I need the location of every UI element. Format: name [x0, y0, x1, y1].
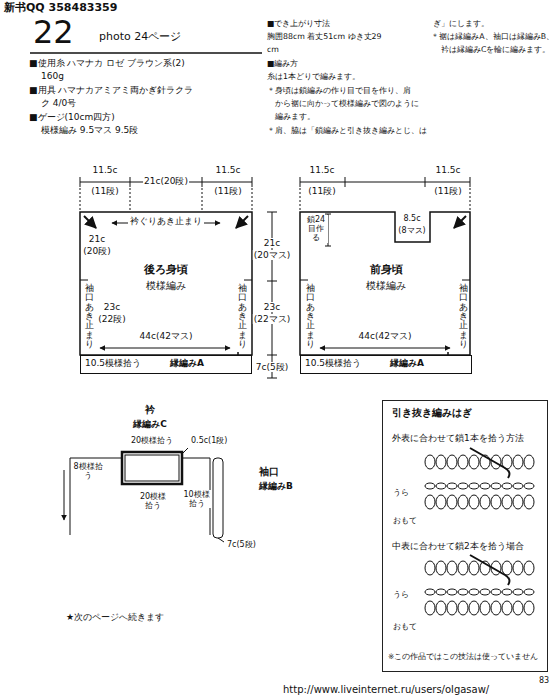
text-label: 8.5c: [402, 214, 421, 223]
front-outline: [300, 212, 470, 355]
text-label: ■でき上がり寸法: [266, 20, 331, 29]
text-label: (11段): [90, 186, 119, 196]
text-label: 糸は1本どりで編みます。: [266, 73, 361, 82]
text-label: 20模様拾う: [136, 492, 170, 510]
text-label: 21c(20段): [143, 176, 189, 186]
text-label: 23c: [263, 302, 281, 312]
stitch-illustration: [425, 455, 534, 615]
text-label: photo 24ページ: [98, 31, 182, 44]
text-label: 鎖24目作る: [304, 215, 328, 243]
header-rule: [30, 52, 262, 54]
piece-text: 引き抜き編みはぎ: [391, 407, 473, 419]
text-label: 160g: [40, 71, 65, 81]
text-label: ＊裾は縁編みA、袖口は縁編みB、: [430, 33, 555, 42]
text-label: ＊身頃は鎖編みの作り目で目を作り、肩: [266, 87, 412, 96]
text-label: 袖口あき止まり: [237, 284, 248, 349]
cuff-band: [213, 458, 223, 538]
piece-text: 模様編み: [145, 280, 187, 292]
text-label: cm: [266, 46, 280, 55]
text-label: (11段): [213, 186, 242, 196]
text-label: 衿: [144, 404, 156, 416]
text-label: (11段): [307, 186, 336, 196]
text-label: 袖口: [258, 466, 280, 478]
text-label: 8模様拾う: [72, 462, 104, 480]
text-label: ■ゲージ(10cm四方): [28, 112, 116, 122]
text-label: (20段): [82, 246, 111, 256]
text-label: 11.5c: [309, 165, 336, 175]
text-label: (22段): [97, 314, 126, 324]
collar-band: [122, 452, 182, 484]
text-label: 胸囲88cm 着丈51cm ゆき丈29: [266, 33, 382, 42]
text-label: 0.5c(1段): [190, 436, 228, 445]
text-label: 21c: [88, 234, 106, 244]
text-label: 11.5c: [435, 165, 462, 175]
piece-text: 模様編み: [365, 280, 407, 292]
piece-text: 前身頃: [369, 264, 404, 277]
border-band: 10.5模様拾う 縁編みA: [300, 355, 472, 374]
text-label: 7c(5段): [255, 362, 289, 372]
text-label: 44c(42マス): [358, 331, 413, 341]
crochet-hook: [470, 555, 509, 585]
body-outline: [70, 458, 122, 535]
piece-text: 縁編みA: [389, 358, 425, 368]
text-label: ぎ」にします。: [432, 20, 490, 29]
text-label: 袖口あき止まり: [458, 284, 469, 349]
text-label: 衿ぐりあき止まり: [129, 217, 203, 227]
text-label: http://www.liveinternet.ru/users/olgasaw…: [282, 684, 490, 696]
text-label: ★次のページへ続きます: [65, 612, 165, 622]
text-label: 20模様拾う: [130, 436, 174, 445]
text-label: おもて: [392, 622, 418, 631]
piece-text: 縁編みA: [169, 358, 205, 368]
text-label: 7c(5段): [226, 540, 257, 549]
text-label: 縁編みB: [258, 481, 294, 491]
text-label: 22: [32, 14, 75, 51]
text-label: 21c: [263, 238, 281, 248]
text-label: 衿は縁編みCを輪に編みます。: [440, 46, 551, 55]
piece-text: 外表に合わせて鎖1本を拾う方法: [391, 433, 525, 443]
text-label: ＊肩、脇は「鎖編みと引き抜き編みとじ、は: [266, 127, 428, 136]
text-label: 11.5c: [92, 165, 119, 175]
text-label: から裾に向かって模様編みで図のように: [274, 100, 420, 109]
text-label: ク 4/0号: [40, 98, 77, 108]
text-label: ■使用糸 ハマナカ ロゼ ブラウン系(2): [28, 58, 186, 68]
text-label: 44c(42マス): [139, 331, 194, 341]
piece-text: 10.5模様拾う: [84, 358, 142, 368]
text-label: うら: [392, 590, 410, 599]
text-label: ■編み方: [266, 60, 299, 69]
text-label: 袖口あき止まり: [305, 284, 316, 349]
text-label: ■用具 ハマナカアミアミ両かぎ針ラクラ: [28, 85, 194, 95]
back-outline: [80, 212, 252, 355]
text-label: おもて: [392, 516, 418, 525]
text-label: 10模様拾う: [182, 490, 211, 508]
text-label: 袖口あき止まり: [84, 284, 95, 349]
text-label: 23c: [103, 302, 121, 312]
text-label: 新书QQ 358483359: [3, 2, 118, 15]
text-label: 編みます。: [274, 113, 316, 122]
text-label: 縁編みC: [132, 419, 168, 429]
text-label: 11.5c: [215, 165, 242, 175]
piece-text: 10.5模様拾う: [304, 358, 362, 368]
border-band: 10.5模様拾う 縁編みA: [80, 355, 252, 374]
text-label: うら: [392, 488, 410, 497]
piece-text: ※この作品ではこの技法は使っていません: [387, 653, 539, 662]
text-label: (22マス): [253, 314, 291, 324]
text-label: (20マス): [253, 250, 291, 260]
piece-text: 後ろ身頃: [143, 264, 189, 277]
text-label: (8マス): [397, 226, 426, 235]
crochet-hook: [470, 448, 509, 478]
text-label: 模様編み 9.5マス 9.5段: [40, 125, 139, 135]
piece-text: 中表に合わせて鎖2本を拾う場合: [391, 541, 525, 551]
dimension-line: [272, 212, 273, 378]
technique-box: 引き抜き編みはぎ外表に合わせて鎖1本を拾う方法中表に合わせて鎖2本を拾う場合 ※こ…: [382, 400, 548, 672]
text-label: 83: [538, 676, 550, 685]
text-label: (11段): [433, 186, 462, 196]
